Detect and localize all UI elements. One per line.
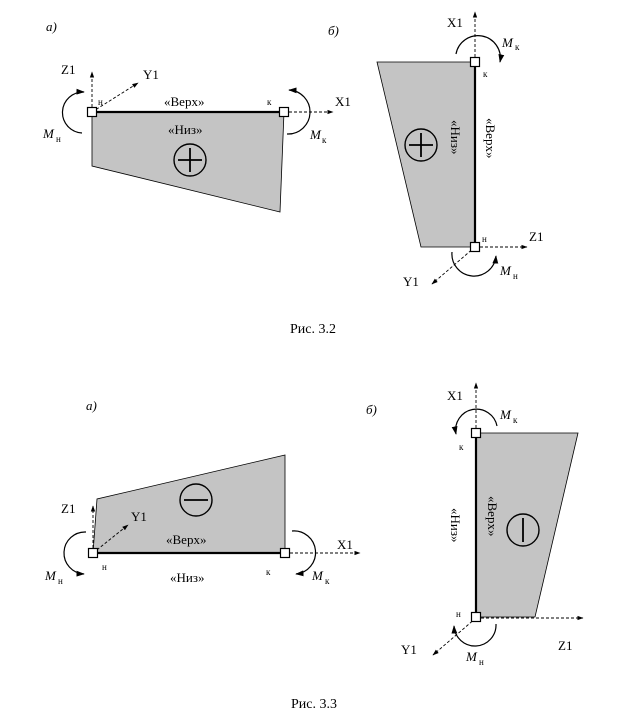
- fig32b-node-end-icon: [469, 56, 481, 68]
- fig32a-node-start-label: н: [98, 97, 103, 107]
- fig33b-moment-start-sub: н: [479, 657, 484, 667]
- fig32b-top-label: «Верх»: [483, 118, 498, 158]
- fig32a-moment-start-symbol: M: [42, 126, 55, 141]
- fig33a-node-start-icon: [87, 547, 99, 559]
- fig33a-axis-y-label: Y1: [131, 509, 147, 524]
- fig33b-moment-end-sub: к: [513, 415, 518, 425]
- fig33b-node-start-icon: [470, 611, 482, 623]
- fig32a-moment-end-symbol: M: [309, 127, 322, 142]
- fig32b-axis-z-label: Z1: [529, 229, 543, 244]
- fig33a-node-end-icon: [279, 547, 291, 559]
- fig33b-panel-label: б): [366, 402, 377, 417]
- fig33b-moment-end-arc: [451, 408, 498, 435]
- fig32a-panel: а) Z1 Y1 X1 н к «Верх» «Низ» M н M к: [42, 19, 351, 213]
- fig33a-moment-start-symbol: M: [44, 568, 57, 583]
- fig32b-panel-label: б): [328, 23, 339, 38]
- fig33a-axis-y-arrow: [92, 524, 129, 554]
- fig32a-bottom-label: «Низ»: [168, 122, 202, 137]
- fig32b-node-start-label: н: [482, 234, 487, 244]
- fig33b-node-start-label: н: [456, 609, 461, 619]
- fig32b-axis-x-label: X1: [447, 15, 463, 30]
- fig33b-top-label: «Верх»: [485, 496, 500, 536]
- fig33a-panel: а) Z1 Y1 X1 н к «Верх» «Низ» M н M к: [44, 398, 361, 586]
- fig33a-moment-end-symbol: M: [311, 568, 324, 583]
- fig32a-axis-y-arrow: [91, 82, 139, 113]
- fig33-caption: Рис. 3.3: [291, 697, 337, 712]
- fig33b-axis-y-label: Y1: [401, 642, 417, 657]
- fig33a-axis-x-label: X1: [337, 537, 353, 552]
- fig33a-bottom-label: «Низ»: [170, 570, 204, 585]
- fig32a-moment-end-arc: [286, 87, 311, 135]
- fig33a-moment-start-sub: н: [58, 576, 63, 586]
- fig32b-moment-start-arc: [451, 251, 499, 277]
- fig33b-axis-x-label: X1: [447, 388, 463, 403]
- fig32b-node-start-icon: [469, 241, 481, 253]
- fig32a-node-end-label: к: [267, 97, 272, 107]
- fig33a-axis-z-label: Z1: [61, 501, 75, 516]
- fig33b-minus-circle-icon: [506, 513, 540, 547]
- fig32b-plus-circle-icon: [404, 128, 438, 162]
- fig33b-moment-start-symbol: M: [465, 649, 478, 664]
- fig33b-panel: б) X1 Z1 Y1 к н «Низ» «Верх» M к M н: [366, 382, 584, 667]
- fig32a-panel-label: а): [46, 19, 57, 34]
- fig32b-axis-y-label: Y1: [403, 274, 419, 289]
- fig32b-moment-end-sub: к: [515, 42, 520, 52]
- fig33a-panel-label: а): [86, 398, 97, 413]
- fig33a-moment-end-arc: [291, 530, 317, 577]
- fig32a-node-start-icon: [86, 106, 98, 118]
- fig32b-moment-end-arc: [455, 35, 505, 63]
- fig32a-moment-start-arc: [61, 88, 85, 134]
- fig33a-minus-circle-icon: [179, 483, 213, 517]
- fig32a-moment-end-sub: к: [322, 135, 327, 145]
- fig32b-axis-y-arrow: [431, 246, 476, 285]
- fig33a-moment-start-arc: [63, 531, 87, 577]
- fig33b-axis-y-arrow: [432, 617, 477, 656]
- fig33b-axis-z-label: Z1: [558, 638, 572, 653]
- fig33a-moment-end-sub: к: [325, 576, 330, 586]
- fig32b-bottom-label: «Низ»: [448, 120, 463, 154]
- fig32b-node-end-label: к: [483, 69, 488, 79]
- fig33a-node-end-label: к: [266, 567, 271, 577]
- fig32-caption: Рис. 3.2: [290, 322, 336, 337]
- fig32b-diagram-area: [376, 61, 476, 248]
- fig33b-bottom-label: «Низ»: [448, 508, 463, 542]
- fig32a-axis-x-label: X1: [335, 94, 351, 109]
- fig32a-moment-start-sub: н: [56, 134, 61, 144]
- fig33b-moment-end-symbol: M: [499, 407, 512, 422]
- fig32a-node-end-icon: [278, 106, 290, 118]
- fig32b-moment-start-symbol: M: [499, 263, 512, 278]
- fig33a-top-label: «Верх»: [166, 532, 206, 547]
- fig32b-moment-start-sub: н: [513, 271, 518, 281]
- fig32a-top-label: «Верх»: [164, 94, 204, 109]
- fig32a-plus-circle-icon: [173, 143, 207, 177]
- fig32a-axis-y-label: Y1: [143, 67, 159, 82]
- fig33a-node-start-label: н: [102, 562, 107, 572]
- fig33b-node-end-label: к: [459, 442, 464, 452]
- fig32b-moment-end-symbol: M: [501, 35, 514, 50]
- fig33b-moment-start-arc: [451, 623, 497, 647]
- fig32b-panel: б) X1 Z1 Y1 к н «Низ» «Верх» M к M н: [328, 11, 543, 289]
- fig33b-node-end-icon: [470, 427, 482, 439]
- fig32a-axis-z-label: Z1: [61, 62, 75, 77]
